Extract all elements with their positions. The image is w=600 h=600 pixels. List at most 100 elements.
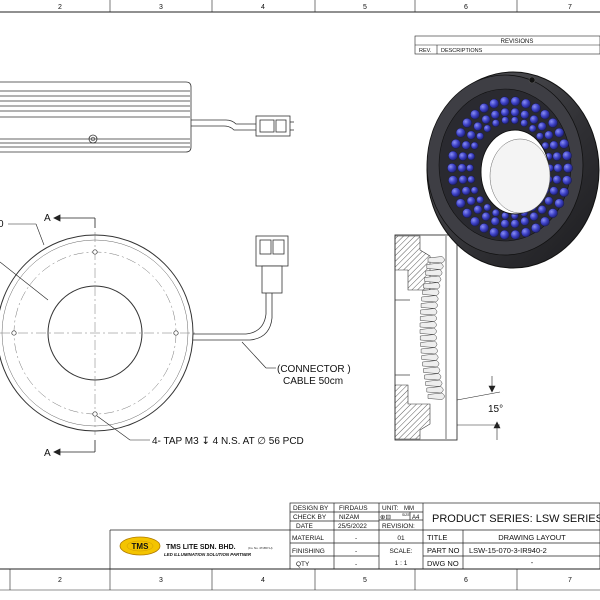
led-dome [549, 186, 559, 196]
logo-text: TMS [132, 542, 150, 551]
section-marker-bottom: A [44, 448, 51, 459]
led-dome [467, 175, 476, 184]
size-label: SIZE [402, 513, 410, 517]
led-dome [467, 152, 476, 161]
zone-number: 6 [464, 4, 468, 11]
ring-bore-inner-wall [489, 138, 551, 214]
led-dome [544, 196, 554, 206]
led-dome [451, 138, 461, 149]
led-dome [455, 127, 466, 138]
side-view-body [0, 81, 192, 153]
section-led [424, 275, 442, 283]
section-led [425, 269, 443, 277]
zone-number: 4 [261, 577, 265, 584]
revisions-table: REVISIONS REV. DESCRIPTIONS [414, 35, 600, 55]
revision-value: 01 [397, 535, 405, 542]
led-dome [549, 140, 559, 150]
led-dome [466, 130, 476, 140]
led-dome [476, 195, 484, 204]
title-value: DRAWING LAYOUT [498, 533, 566, 542]
led-dome [455, 198, 466, 209]
led-dome [447, 163, 457, 173]
led-dome [479, 103, 489, 113]
check-by-label: CHECK BY [293, 514, 327, 521]
section-line [53, 214, 96, 456]
led-dome [501, 116, 510, 125]
led-dome [540, 216, 550, 227]
isometric-view [426, 71, 600, 269]
led-dome [540, 109, 550, 120]
scale-label: SCALE: [389, 548, 412, 555]
led-dome [491, 209, 500, 217]
tap-hole [92, 249, 98, 255]
check-by-value: NIZAM [339, 514, 359, 521]
led-dome [528, 124, 537, 133]
led-dome [483, 124, 492, 133]
led-dome [544, 130, 554, 140]
section-led [420, 301, 438, 309]
dwg-no-label: DWG NO [427, 559, 459, 568]
led-dome [531, 223, 541, 233]
led-dome [473, 205, 483, 215]
section-led [423, 282, 441, 290]
led-dome [559, 138, 569, 149]
section-led [421, 295, 439, 303]
led-dome [490, 110, 500, 120]
zone-number: 2 [58, 4, 62, 11]
design-by-value: FIRDAUS [339, 505, 368, 512]
led-dome [520, 119, 529, 127]
led-dome [559, 187, 569, 197]
led-dome [499, 96, 510, 107]
qty-value: - [355, 561, 357, 568]
part-no-label: PART NO [427, 546, 460, 555]
revisions-title: REVISIONS [501, 39, 534, 45]
led-dome [470, 186, 479, 195]
led-dome [537, 205, 547, 215]
title-label: TITLE [427, 533, 447, 542]
led-dome [548, 118, 558, 128]
tap-hole [92, 411, 98, 417]
side-view [0, 81, 294, 153]
section-led [427, 256, 445, 264]
led-dome [476, 132, 484, 140]
unit-value: MM [404, 506, 414, 512]
tap-note: 4- TAP M3 ↧ 4 N.S. AT ∅ 56 PCD [152, 436, 304, 447]
company-reg: (Co. No. 471657-H) [248, 546, 272, 550]
led-dome [479, 223, 489, 233]
led-dome [562, 150, 572, 161]
led-dome [510, 229, 521, 240]
led-dome [552, 151, 562, 161]
isometric-screw-hole [528, 76, 536, 84]
led-dome [470, 216, 480, 227]
scale-value: 1 : 1 [395, 560, 408, 567]
led-dome [529, 115, 539, 124]
led-dome [563, 163, 573, 173]
led-dome [536, 132, 544, 140]
led-dome [462, 208, 472, 218]
led-dome [461, 140, 471, 150]
led-dome [458, 175, 468, 185]
led-dome [521, 227, 531, 238]
title-block: DESIGN BY FIRDAUS CHECK BY NIZAM DATE 25… [109, 502, 600, 570]
led-dome [448, 175, 458, 186]
unit-label: UNIT: [382, 505, 398, 512]
finishing-label: FINISHING [292, 548, 325, 555]
tap-hole [173, 330, 179, 336]
connector-note-line2: CABLE 50cm [283, 376, 343, 387]
date-value: 25/5/2022 [338, 523, 367, 530]
led-dome [531, 103, 541, 113]
led-dome [537, 122, 547, 131]
section-view-led-column [419, 256, 445, 400]
zone-number: 3 [159, 577, 163, 584]
company-tagline: LED ILLUMINATION SOLUTION PARTNER [164, 552, 252, 557]
led-dome [510, 219, 520, 229]
led-dome [499, 229, 510, 240]
section-view-hatch-bottom [394, 384, 431, 440]
led-dome [510, 116, 519, 125]
led-dome [510, 96, 521, 107]
led-dome [448, 150, 458, 161]
material-value: - [355, 535, 357, 542]
size-value: A4 [412, 515, 420, 521]
led-dome [461, 186, 471, 196]
